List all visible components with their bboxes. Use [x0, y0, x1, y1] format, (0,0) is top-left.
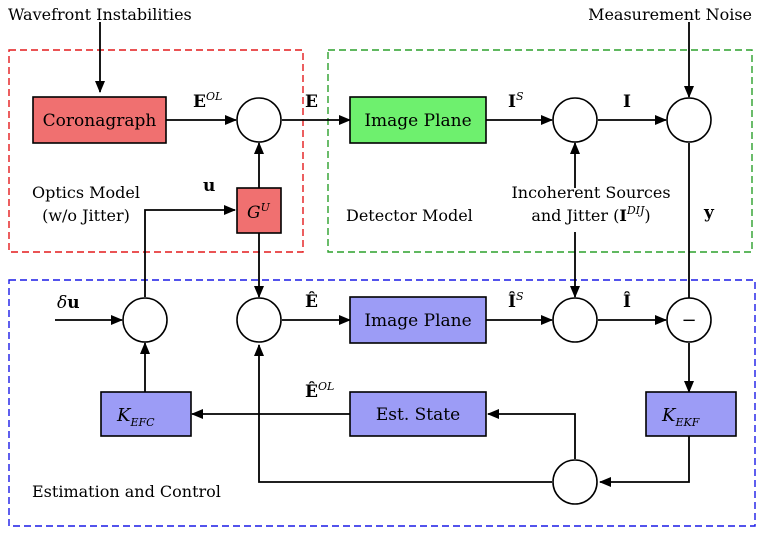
- e-signal-label: E: [305, 92, 318, 112]
- wire-feedback-sum: [254, 344, 552, 483]
- wire-kekf-sum: [599, 436, 690, 487]
- optics-model-region: [8, 49, 304, 253]
- est-state-label: Est. State: [376, 405, 460, 425]
- gu-label: GU: [247, 201, 271, 223]
- measurement-noise-label: Measurement Noise: [588, 5, 752, 24]
- eolhat-signal-label: ÊOL: [305, 380, 334, 402]
- kefc-sub: EFC: [129, 416, 155, 429]
- estimate-summing-junction: [236, 297, 282, 343]
- eolhat-base: Ê: [305, 381, 318, 402]
- detector-summing-junction: [552, 97, 598, 143]
- kefc-label: KEFC: [116, 405, 155, 429]
- kekf-label: KEKF: [661, 405, 700, 429]
- kekf-sub: EKF: [674, 416, 699, 429]
- jitter-sup: DIJ: [626, 204, 645, 217]
- eol-signal-label: EOL: [193, 90, 222, 112]
- wire-sum-eststate: [487, 409, 576, 459]
- ehat-signal-label: Ê: [305, 291, 318, 312]
- estimate-detector-summing-junction: [552, 297, 598, 343]
- wire-u-gu: [144, 205, 236, 297]
- image-plane-estimate-block: [349, 296, 487, 344]
- is-sup: S: [516, 90, 524, 103]
- estimation-control-label: Estimation and Control: [32, 482, 221, 501]
- coronagraph-block: [32, 96, 167, 144]
- u-signal-label: u: [203, 176, 215, 196]
- residual-difference-junction: [666, 297, 712, 343]
- delta-u-base: u: [67, 293, 79, 313]
- ishat-base: Î: [508, 291, 516, 312]
- kefc-base: K: [116, 405, 132, 426]
- optics-summing-junction: [236, 97, 282, 143]
- eolhat-sup: OL: [318, 380, 334, 393]
- feedback-summing-junction: [552, 459, 598, 505]
- eol-sup: OL: [206, 90, 222, 103]
- detector-model-region: [327, 49, 753, 253]
- jitter-prefix: and Jitter (: [531, 206, 619, 225]
- optics-model-sublabel: (w/o Jitter): [42, 206, 130, 225]
- gu-base: G: [247, 203, 261, 223]
- kefc-block: [100, 391, 192, 437]
- estimation-control-region: [8, 279, 756, 527]
- gu-sup: U: [261, 201, 271, 214]
- image-plane-estimate-label: Image Plane: [364, 311, 471, 331]
- signal-wires: [55, 22, 694, 487]
- detector-model-label: Detector Model: [346, 206, 473, 225]
- jitter-i-base: I: [619, 206, 626, 225]
- is-signal-label: IS: [508, 90, 524, 112]
- image-plane-block: [349, 96, 487, 144]
- ishat-sup: S: [516, 290, 524, 303]
- wavefront-instabilities-label: Wavefront Instabilities: [8, 5, 192, 24]
- jitter-label: and Jitter (IDIJ): [531, 204, 650, 225]
- eol-base: E: [193, 92, 206, 112]
- jitter-suffix: ): [644, 206, 650, 225]
- i-signal-label: I: [623, 92, 631, 112]
- y-signal-label: y: [703, 203, 715, 223]
- is-base: I: [508, 92, 516, 112]
- coronagraph-label: Coronagraph: [43, 111, 157, 131]
- control-summing-junction: [122, 297, 168, 343]
- incoherent-sources-label: Incoherent Sources: [511, 183, 670, 202]
- kekf-base: K: [661, 405, 677, 426]
- optics-model-label: Optics Model: [32, 183, 140, 202]
- est-state-block: [349, 391, 487, 437]
- delta-symbol: δ: [57, 293, 67, 313]
- ishat-signal-label: ÎS: [508, 290, 524, 312]
- gu-block: [236, 187, 282, 234]
- noise-summing-junction: [666, 97, 712, 143]
- ihat-signal-label: Î: [623, 291, 631, 312]
- kekf-block: [645, 391, 737, 437]
- image-plane-label: Image Plane: [364, 111, 471, 131]
- delta-u-label: δu: [57, 293, 80, 313]
- minus-sign: −: [681, 310, 696, 331]
